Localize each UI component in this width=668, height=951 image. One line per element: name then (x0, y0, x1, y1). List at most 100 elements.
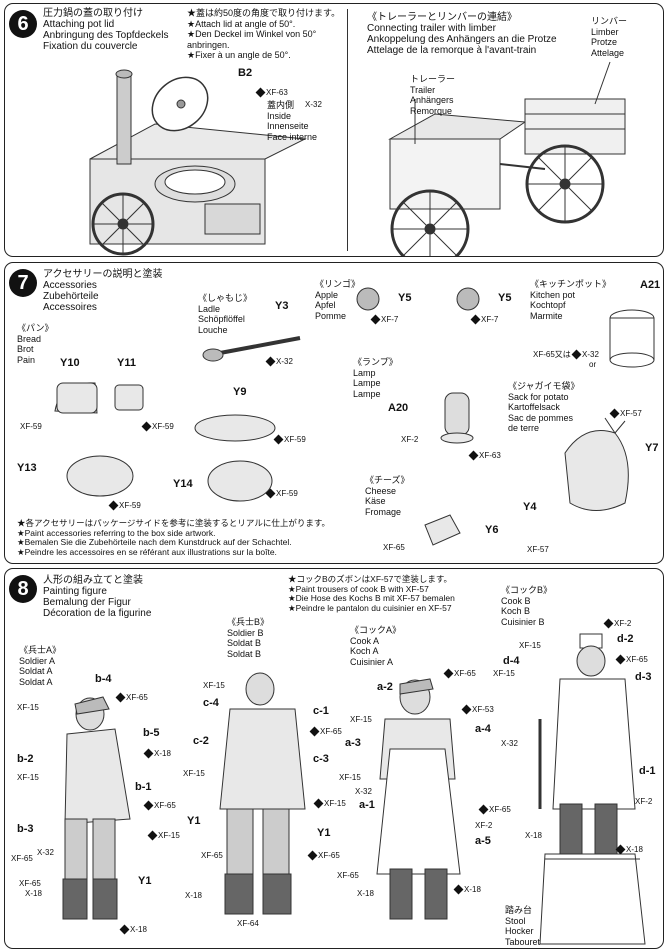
part-b2: b-2 (17, 753, 34, 765)
trailer-title: 《トレーラーとリンバーの連結》Connecting trailer with l… (367, 12, 557, 56)
paint-xf65: XF-65 (615, 654, 648, 665)
part-y3: Y3 (275, 300, 289, 312)
part-y6: Y6 (485, 524, 499, 536)
part-a3: a-3 (345, 737, 361, 749)
part-y5-b: Y5 (498, 292, 512, 304)
paint-xf59: XF-59 (273, 434, 306, 445)
paint-marker-icon (609, 408, 620, 419)
paint-xf65: XF-65 (143, 800, 176, 811)
part-d1: d-1 (639, 765, 656, 777)
part-d4: d-4 (503, 655, 520, 667)
paint-xf65: XF-65 (478, 804, 511, 815)
paint-marker-icon (309, 726, 320, 737)
paint-x32: X-32 (37, 848, 54, 857)
part-y9: Y9 (233, 386, 247, 398)
paint-marker-icon (147, 830, 158, 841)
paint-x18: X-18 (185, 891, 202, 900)
paint-marker-icon (255, 87, 266, 98)
paint-xf65: XF-65 (383, 543, 405, 552)
part-y7: Y7 (645, 442, 659, 454)
part-a5: a-5 (475, 835, 491, 847)
part-y13: Y13 (17, 462, 37, 474)
part-b3: b-3 (17, 823, 34, 835)
paint-xf15: XF-15 (17, 703, 39, 712)
paint-xf15: XF-15 (17, 773, 39, 782)
part-c2: c-2 (193, 735, 209, 747)
part-a1: a-1 (359, 799, 375, 811)
paint-xf15: XF-15 (147, 830, 180, 841)
paint-xf63: XF-63 (255, 87, 288, 98)
step-8-note: ★コックBのズボンはXF-57で塗装します。★Paint trousers of… (288, 574, 455, 613)
paint-marker-icon (443, 668, 454, 679)
paint-or: or (589, 360, 597, 369)
paint-xf65: XF-65 (309, 726, 342, 737)
paint-marker-icon (141, 421, 152, 432)
paint-xf53: XF-53 (461, 704, 494, 715)
paint-x32: X-32 (355, 787, 372, 796)
paint-marker-icon (615, 654, 626, 665)
step-7-note: ★各アクセサリーはパッケージサイドを参考に塗装するとリアルに仕上がります。★Pa… (17, 518, 330, 557)
paint-xf59: XF-59 (141, 421, 174, 432)
paint-marker-icon (461, 704, 472, 715)
paint-x18: X-18 (119, 924, 147, 935)
paint-marker-icon (603, 618, 614, 629)
paint-marker-icon (108, 500, 119, 511)
part-y1: Y1 (317, 827, 331, 839)
part-y11: Y11 (117, 357, 136, 369)
paint-xf63: XF-63 (468, 450, 501, 461)
paint-xf2: XF-2 (401, 435, 419, 444)
paint-marker-icon (470, 314, 481, 325)
paint-x32: X-32 (265, 356, 293, 367)
part-y10: Y10 (60, 357, 80, 369)
paint-xf2: XF-2 (635, 797, 653, 806)
paint-xf57: XF-57 (609, 408, 642, 419)
paint-xf2: XF-2 (603, 618, 631, 629)
step-6-note: ★蓋は約50度の角度で取り付けます。★Attach lid at angle o… (187, 8, 341, 60)
paint-xf57: XF-57 (527, 545, 549, 554)
part-y14: Y14 (173, 478, 193, 490)
step-number: 6 (9, 10, 37, 38)
paint-xf65: XF-65 (19, 879, 41, 888)
paint-marker-icon (571, 349, 582, 360)
paint-xf15: XF-15 (203, 681, 225, 690)
paint-x18: X-18 (615, 844, 643, 855)
paint-xf7: XF-7 (370, 314, 398, 325)
part-y1: Y1 (138, 875, 152, 887)
paint-xf59: XF-59 (20, 422, 42, 431)
part-d3: d-3 (635, 671, 652, 683)
paint-xf15: XF-15 (313, 798, 346, 809)
paint-marker-icon (313, 798, 324, 809)
paint-marker-icon (273, 434, 284, 445)
paint-marker-icon (478, 804, 489, 815)
part-b2: B2 (238, 67, 253, 79)
paint-marker-icon (119, 924, 130, 935)
paint-xf15: XF-15 (183, 769, 205, 778)
paint-xf59: XF-59 (108, 500, 141, 511)
step-7-illustration (54, 287, 655, 546)
part-b5: b-5 (143, 727, 160, 739)
part-c3: c-3 (313, 753, 329, 765)
paint-x18: X-18 (525, 831, 542, 840)
paint-marker-icon (370, 314, 381, 325)
paint-xf15: XF-15 (339, 773, 361, 782)
paint-marker-icon (307, 850, 318, 861)
paint-x32: X-32 (501, 739, 518, 748)
paint-xf59: XF-59 (265, 488, 298, 499)
paint-marker-icon (265, 488, 276, 499)
paint-x18: X-18 (453, 884, 481, 895)
